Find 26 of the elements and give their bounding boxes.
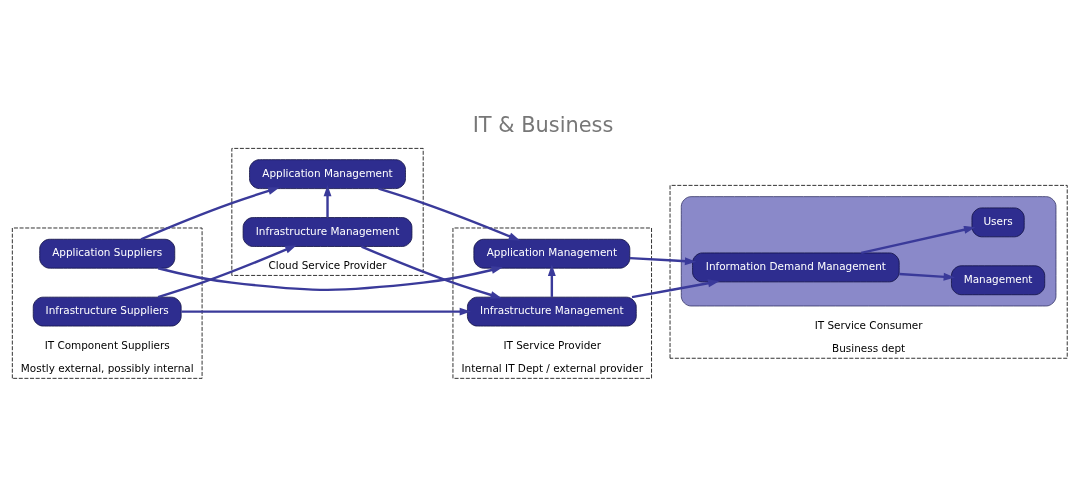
arrow <box>361 245 502 299</box>
node-box: Application Suppliers <box>39 238 176 269</box>
node-box: Management <box>951 265 1046 296</box>
arrow <box>631 279 720 299</box>
cluster <box>680 196 1057 307</box>
arrow <box>323 185 332 218</box>
arrow <box>157 266 503 292</box>
node-label: Mostly external, possibly internal <box>20 362 194 375</box>
arrow <box>629 256 697 266</box>
node-box: Users <box>971 207 1025 238</box>
node-label: Business dept <box>832 342 906 355</box>
node-box: Infrastructure Management <box>242 217 413 247</box>
arrow <box>861 225 976 255</box>
arrow <box>157 245 297 299</box>
arrow <box>181 307 471 316</box>
arrow <box>547 264 556 297</box>
arrow <box>899 272 955 281</box>
diagram-title: IT & Business <box>472 113 614 138</box>
arrow <box>140 187 280 241</box>
node-box: Application Management <box>249 159 406 189</box>
node-box: Infrastructure Suppliers <box>32 296 182 327</box>
node-box: Infrastructure Management <box>467 296 637 327</box>
node-label: Internal IT Dept / external provider <box>461 362 643 375</box>
node-box: Information Demand Management <box>692 252 900 283</box>
node-box: Application Management <box>473 238 631 269</box>
arrow <box>378 187 520 241</box>
